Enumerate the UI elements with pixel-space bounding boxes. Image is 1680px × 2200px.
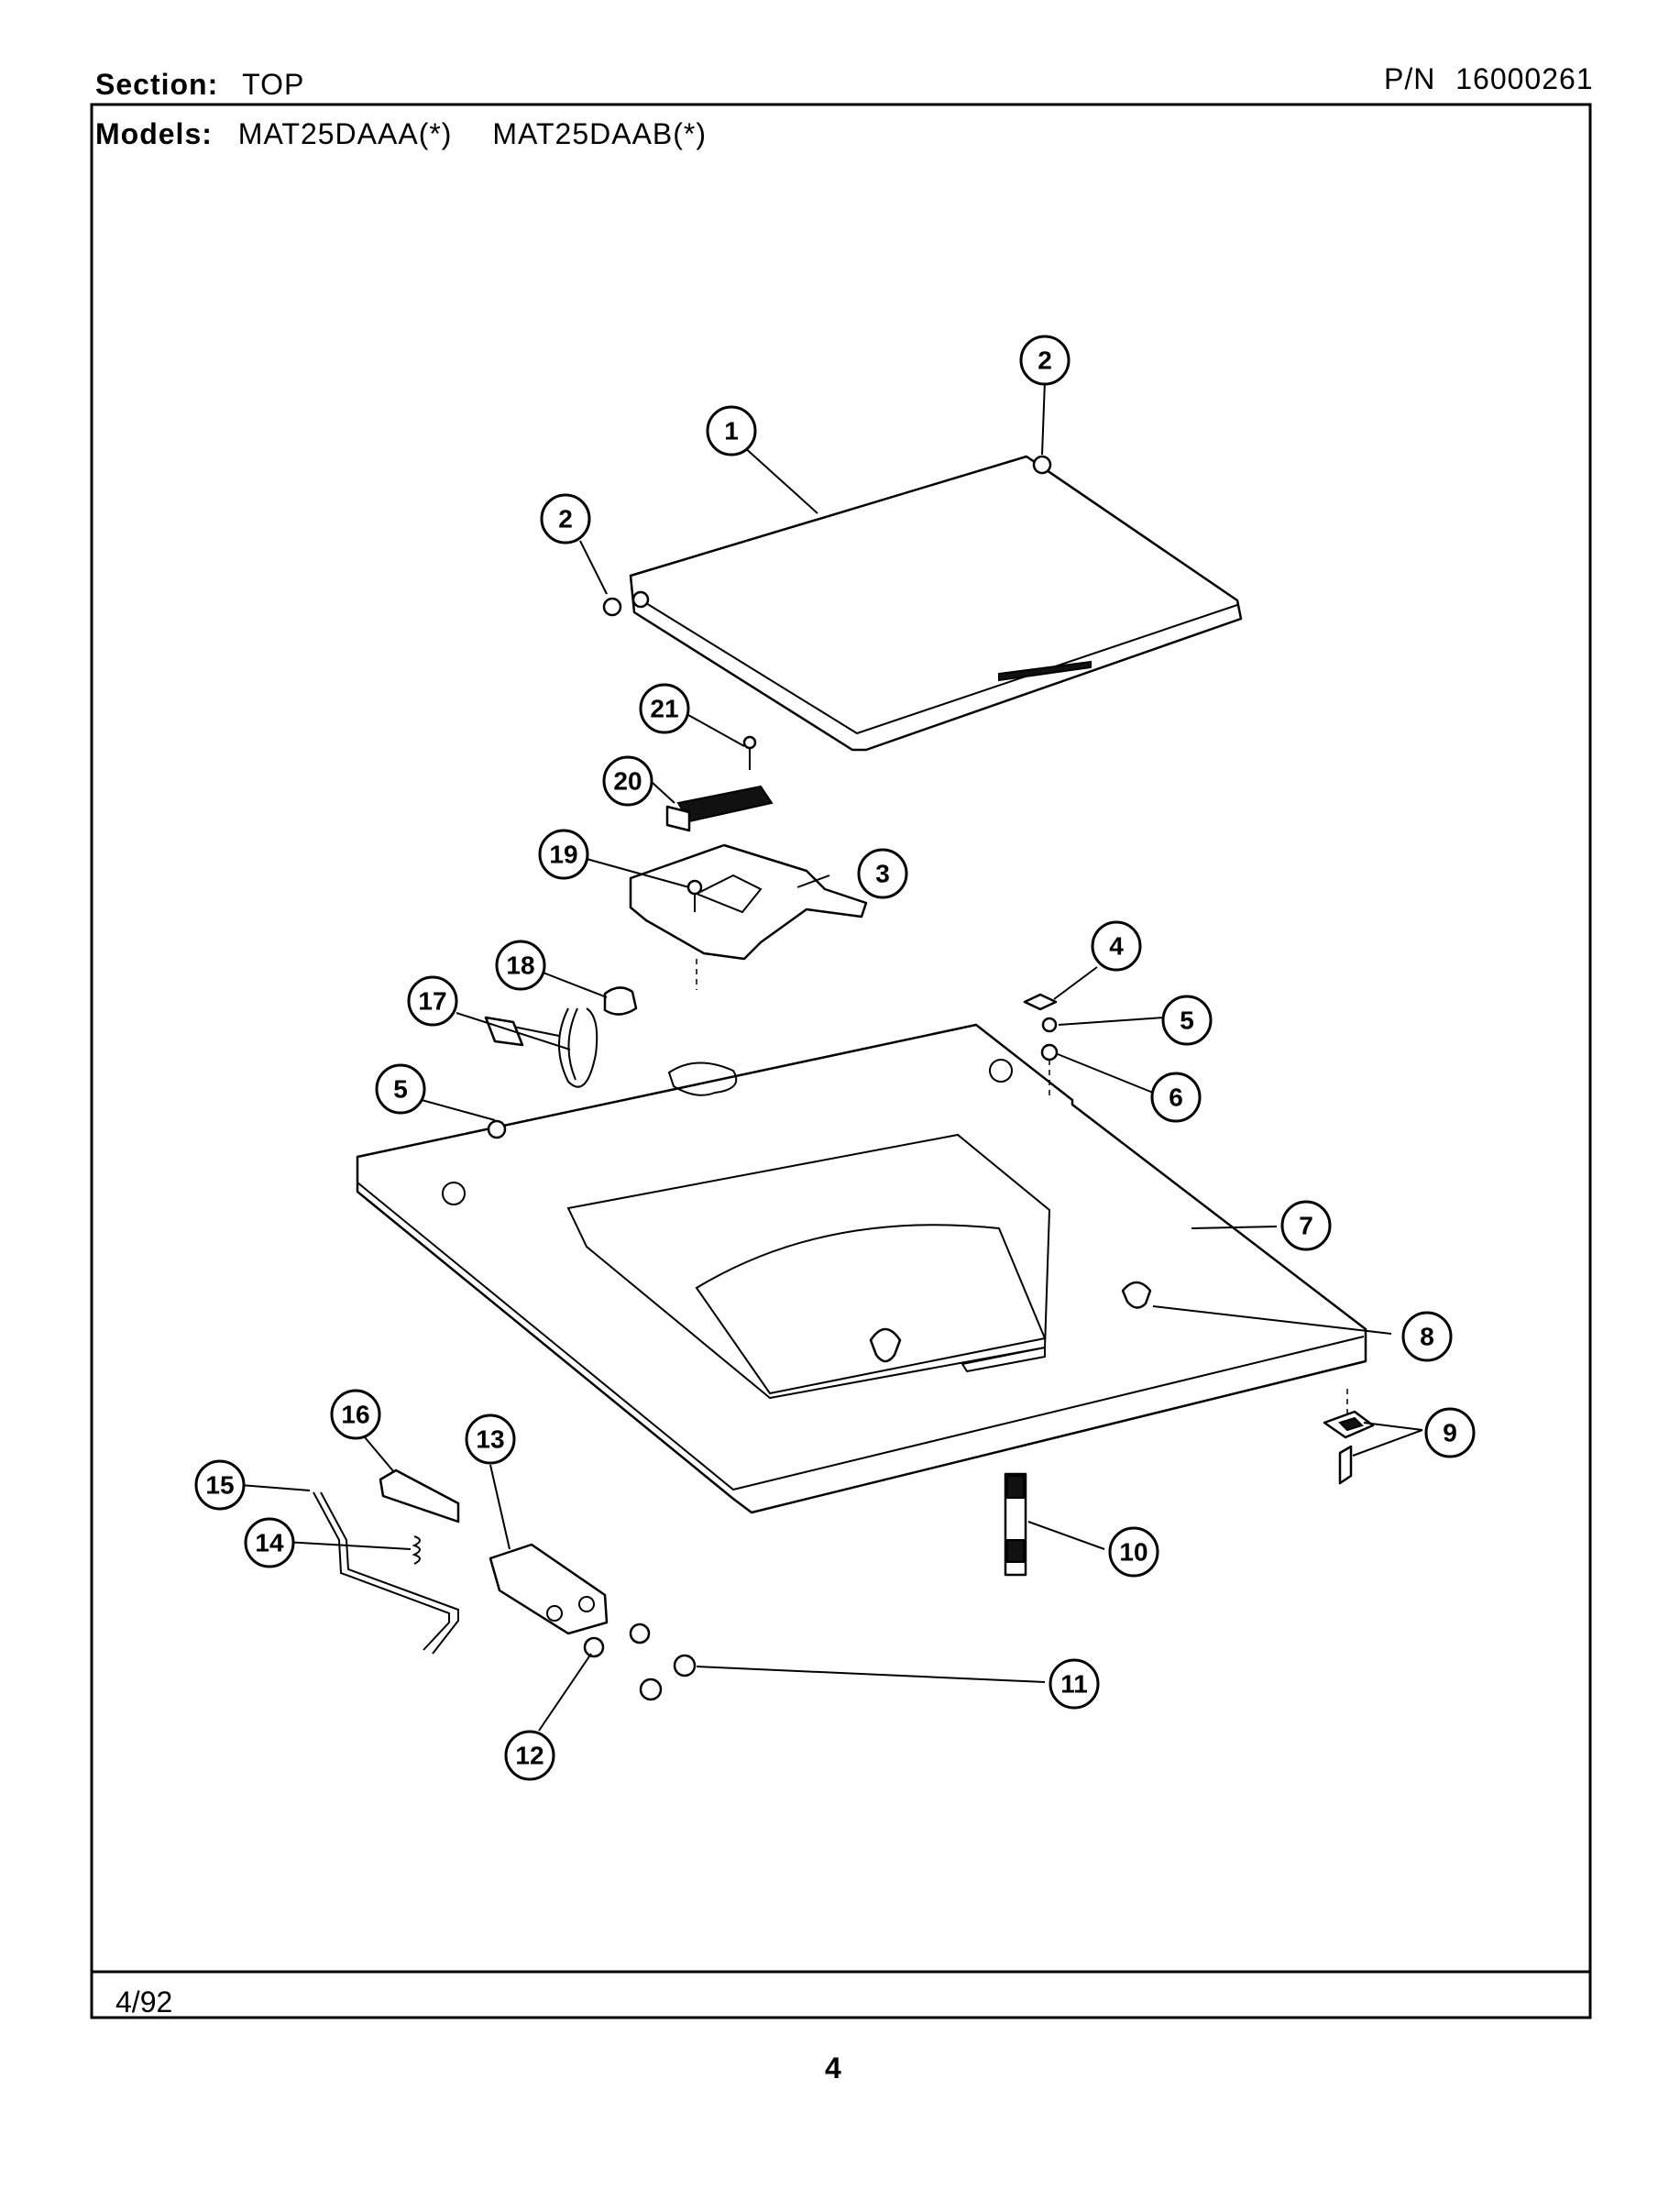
callout-4: 4: [1091, 920, 1142, 972]
stud-part: [1004, 1472, 1027, 1577]
svg-text:6: 6: [1169, 1084, 1183, 1112]
callout-9: 9: [1424, 1407, 1476, 1458]
leader-lines: [239, 380, 1423, 1732]
screw-11-part: [629, 1622, 697, 1701]
callout-11: 11: [1049, 1658, 1100, 1710]
callout-7: 7: [1280, 1200, 1332, 1251]
latch-rod-part: [313, 1491, 459, 1655]
svg-text:18: 18: [506, 952, 534, 980]
svg-text:10: 10: [1119, 1538, 1147, 1567]
svg-text:7: 7: [1299, 1212, 1313, 1240]
callout-10: 10: [1108, 1526, 1159, 1578]
model-1: MAT25DAAA(*): [237, 117, 453, 150]
callout-5-left: 5: [375, 1063, 426, 1115]
diagram-frame: [90, 103, 1592, 2019]
callout-16: 16: [330, 1389, 381, 1440]
screw-19-part: [686, 879, 703, 912]
bumper-parts: [602, 455, 1052, 617]
svg-text:8: 8: [1420, 1323, 1434, 1351]
svg-text:20: 20: [613, 767, 642, 796]
section-label: Section:: [95, 68, 219, 101]
model-2: MAT25DAAB(*): [492, 117, 708, 150]
cap-12-part: [583, 1636, 605, 1658]
svg-text:9: 9: [1443, 1419, 1457, 1447]
top-panel-part: [356, 1023, 1367, 1514]
models-label: Models:: [95, 117, 213, 150]
svg-text:2: 2: [558, 505, 573, 534]
svg-text:2: 2: [1038, 346, 1052, 375]
svg-text:13: 13: [476, 1425, 504, 1454]
hinge-nut-part: [1023, 993, 1058, 1011]
callout-2-left: 2: [540, 493, 591, 544]
callout-12: 12: [504, 1730, 555, 1781]
callout-15: 15: [194, 1459, 246, 1511]
washer-part: [1040, 1043, 1059, 1062]
svg-text:1: 1: [724, 417, 739, 446]
callout-19: 19: [538, 829, 589, 880]
bracket-part: [629, 843, 868, 990]
clip-part: [1323, 1410, 1375, 1485]
svg-text:4: 4: [1109, 932, 1124, 961]
models-header: Models: MAT25DAAA(*) MAT25DAAB(*): [95, 117, 707, 151]
panel-bumper-parts: [869, 1281, 1152, 1363]
pn-value: 16000261: [1455, 62, 1594, 95]
callout-8: 8: [1401, 1311, 1453, 1362]
svg-text:16: 16: [341, 1401, 369, 1429]
grommet-part: [603, 986, 638, 1016]
screw-21-part: [742, 735, 757, 770]
callout-20: 20: [602, 755, 653, 807]
spring-part: [412, 1535, 421, 1565]
svg-text:14: 14: [255, 1529, 284, 1557]
callout-1: 1: [706, 405, 757, 456]
callout-14: 14: [244, 1517, 295, 1568]
svg-text:17: 17: [418, 987, 446, 1016]
callout-17: 17: [407, 975, 458, 1027]
callout-3: 3: [857, 848, 908, 899]
callout-13: 13: [465, 1414, 516, 1465]
part-number: P/N 16000261: [1384, 62, 1594, 96]
callout-2-right: 2: [1019, 335, 1071, 386]
svg-text:11: 11: [1060, 1670, 1088, 1699]
switch-part: [665, 785, 774, 832]
svg-text:15: 15: [205, 1471, 234, 1500]
callout-18: 18: [495, 940, 546, 991]
svg-text:5: 5: [393, 1075, 408, 1104]
screw-5-part: [487, 1017, 1058, 1139]
lid-part: [629, 455, 1243, 752]
section-header: Section: TOP: [95, 68, 304, 102]
latch-part: [489, 1543, 609, 1635]
pn-label: P/N: [1384, 62, 1436, 95]
svg-text:12: 12: [515, 1742, 544, 1770]
svg-text:3: 3: [875, 860, 890, 888]
callout-6: 6: [1150, 1072, 1202, 1123]
svg-text:21: 21: [650, 695, 678, 723]
svg-text:5: 5: [1180, 1006, 1194, 1035]
power-cord-part: [484, 1007, 598, 1088]
callout-21: 21: [639, 683, 690, 734]
section-value: TOP: [242, 68, 305, 101]
svg-text:19: 19: [549, 841, 577, 869]
page-number: 4: [825, 2052, 841, 2084]
latch-cover-part: [379, 1468, 460, 1524]
revision-date: 4/92: [115, 1986, 173, 2018]
callout-5-right: 5: [1161, 995, 1213, 1046]
